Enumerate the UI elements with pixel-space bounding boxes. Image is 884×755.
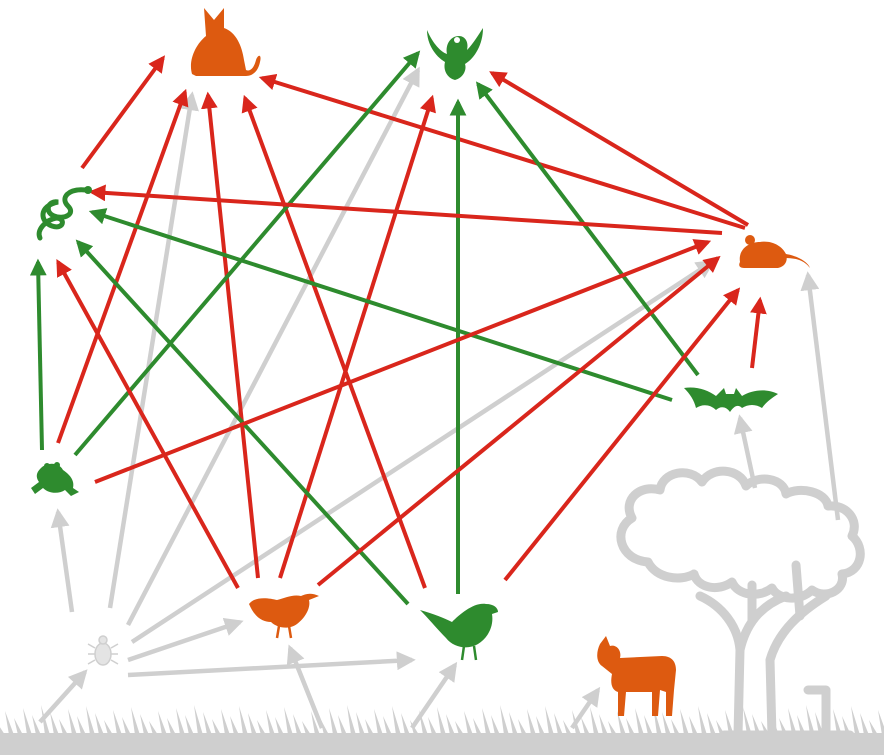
edge-frog-to-rat [94,239,712,484]
edge-robin-to-cat [201,91,260,579]
edge-snake-to-cat [80,55,165,170]
goat-icon [597,636,676,716]
edge-bat-to-owl [475,81,700,377]
edge-grass-to-goat [570,686,601,730]
cat-icon [190,8,261,76]
edge-blackbird-to-cat [241,94,427,589]
edge-grass-to-blackbird [410,661,458,730]
edge-tree-to-rat [800,271,841,521]
owl-icon [427,28,483,80]
edge-bat-to-rat [750,296,767,369]
edge-bat-to-snake [88,208,673,402]
edge-grass-to-robin [286,644,325,729]
colored-edges [29,50,767,606]
robin-icon [249,593,319,639]
edge-beetle-to-cat [107,91,199,609]
edge-frog-to-snake [29,258,47,451]
edge-frog-to-cat [56,88,189,444]
edge-beetle-to-rat [130,259,716,644]
rat-icon [739,235,810,268]
grass-icon [0,705,884,755]
gray-edges [38,66,841,730]
edge-rat-to-snake [88,184,723,235]
beetle-icon [87,635,119,666]
snake-icon [36,186,92,241]
edge-robin-to-rat [316,255,721,587]
edge-beetle-to-robin [127,617,244,663]
frog-icon [31,462,79,496]
edge-beetle-to-blackbird [127,651,416,678]
edge-blackbird-to-rat [503,287,741,582]
edge-beetle-to-owl [126,66,420,627]
edge-rat-to-owl [489,71,750,227]
tree-icon [616,466,865,740]
edge-tree-to-bat [733,414,758,489]
edge-robin-to-owl [278,94,436,579]
blackbird-icon [420,603,498,661]
edge-robin-to-snake [56,259,240,589]
edge-beetle-to-frog [50,508,75,613]
edge-frog-to-owl [73,50,421,457]
edge-rat-to-cat [258,73,746,230]
bat-icon [684,387,778,412]
edge-grass-to-beetle [38,669,88,724]
